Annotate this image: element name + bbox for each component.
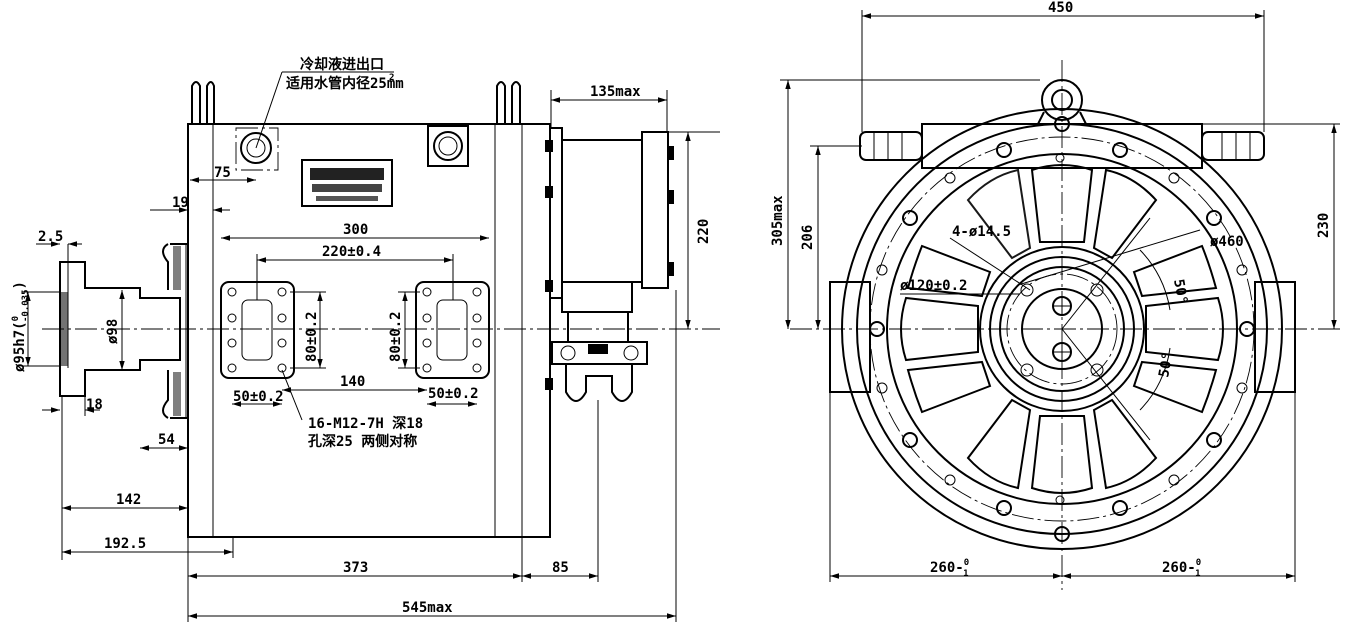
dim-450: 450 <box>1048 0 1073 16</box>
dim-80-0-2-right: 80±0.2 <box>388 311 404 362</box>
dim-373: 373 <box>343 560 368 576</box>
dim-80-0-2-left: 80±0.2 <box>304 311 320 362</box>
dim-300: 300 <box>343 222 368 238</box>
dim-460: ø460 <box>1210 234 1244 250</box>
dim-18: 18 <box>86 397 103 413</box>
note-coolant-sup: 2 <box>389 73 394 83</box>
dim-50-0-2-left: 50±0.2 <box>233 389 284 405</box>
angle-bottom: 50° <box>1156 351 1176 379</box>
dim-85: 85 <box>552 560 569 576</box>
dim-75: 75 <box>214 165 231 181</box>
lifting-lug-right <box>496 81 506 124</box>
dim-230: 230 <box>1316 213 1332 238</box>
side-view <box>22 71 720 622</box>
nameplate <box>301 159 393 207</box>
dim-50-0-2-right: 50±0.2 <box>428 386 479 402</box>
spoke-windows <box>900 164 1224 494</box>
dim-220: 220 <box>696 219 712 244</box>
dim-545max: 545max <box>402 600 453 616</box>
note-holes-line2: 孔深25 两侧对称 <box>308 433 417 450</box>
coolant-port <box>235 127 279 171</box>
note-coolant-line2: 适用水管内径25mm <box>286 75 404 92</box>
dim-4-14-5: 4-ø14.5 <box>952 224 1011 240</box>
dim-206: 206 <box>800 225 816 250</box>
dim-2-5: 2.5 <box>38 229 63 245</box>
dim-305max: 305max <box>770 195 786 246</box>
dim-220-0-4: 220±0.4 <box>322 244 381 260</box>
angle-top: 50° <box>1170 278 1190 306</box>
note-coolant-line1: 冷却液进出口 <box>300 56 384 73</box>
dim-98: ø98 <box>105 319 121 344</box>
front-view <box>780 10 1340 590</box>
shaft-coupling <box>59 243 188 419</box>
plug-top <box>427 125 469 167</box>
lifting-lug-left <box>191 81 201 124</box>
dim-120: ø120±0.2 <box>900 278 967 294</box>
dim-shaft-fit: ø95h7(0-0.035) <box>11 281 31 372</box>
junction-box <box>545 127 674 402</box>
side-boss-right <box>1254 281 1296 393</box>
dim-140: 140 <box>340 374 365 390</box>
dim-135max: 135max <box>590 84 641 100</box>
dim-54: 54 <box>158 432 175 448</box>
dim-142: 142 <box>116 492 141 508</box>
side-boss-left <box>829 281 871 393</box>
note-holes-line1: 16-M12-7H 深18 <box>308 415 423 432</box>
dim-192-5: 192.5 <box>104 536 146 552</box>
dim-19: 19 <box>172 195 189 211</box>
